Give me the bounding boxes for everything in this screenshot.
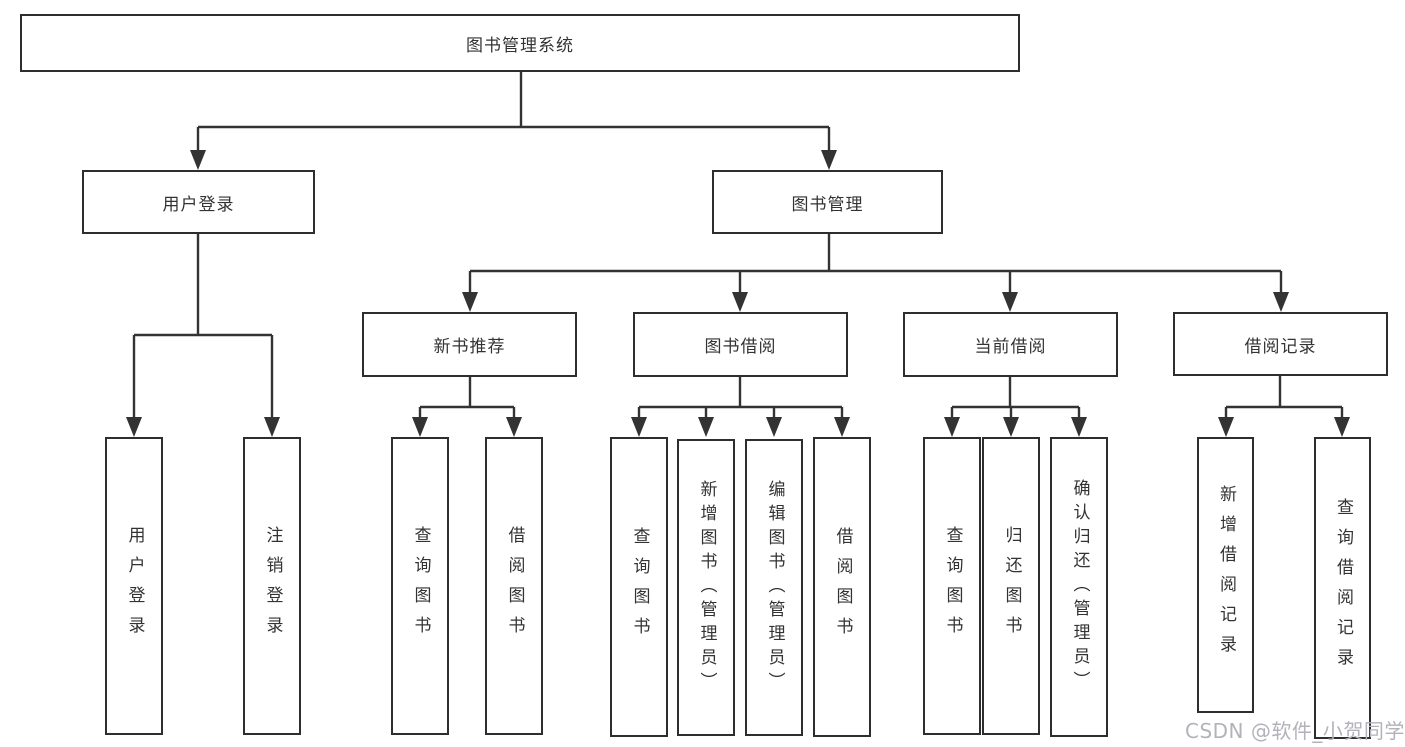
leaf-edit-books-admin: 编辑图书（管理员） [745, 439, 803, 736]
node-label: 借阅图书 [504, 526, 525, 646]
connector-book-borrow-to-leaves [637, 377, 844, 419]
node-label: 新书推荐 [433, 337, 506, 357]
node-label: 查询图书 [410, 526, 431, 646]
arrow-down-icons-borrow-record-leaves [1218, 417, 1350, 437]
leaf-return-books: 归还图书 [982, 437, 1040, 735]
leaf-query-books-current: 查询图书 [923, 437, 981, 735]
leaf-query-books-rec: 查询图书 [391, 437, 449, 735]
node-label: 编辑图书（管理员） [764, 479, 785, 696]
node-label: 查询借阅记录 [1333, 498, 1353, 678]
leaf-confirm-return-admin: 确认归还（管理员） [1050, 437, 1108, 737]
arrow-down-icons-user-login-leaves [126, 417, 280, 437]
node-label: 归还图书 [1001, 526, 1022, 646]
node-label: 用户登录 [162, 194, 235, 215]
node-label: 借阅记录 [1244, 336, 1317, 357]
arrow-down-icons-new-book-rec-leaves [412, 417, 522, 437]
arrow-down-icons-current-borrow-leaves [944, 417, 1087, 437]
leaf-borrow-books-rec: 借阅图书 [485, 437, 543, 735]
arrow-down-icons-level2 [190, 150, 837, 170]
node-label: 图书借阅 [704, 337, 777, 357]
node-label: 查询图书 [629, 527, 650, 647]
leaf-user-login: 用户登录 [105, 437, 163, 735]
node-root-system: 图书管理系统 [20, 14, 1020, 72]
node-label: 用户登录 [124, 526, 145, 646]
node-book-mgmt: 图书管理 [712, 170, 943, 234]
arrow-down-icons-book-borrow-leaves [631, 417, 850, 437]
node-label: 注销登录 [262, 526, 283, 646]
watermark-text: CSDN @软件_小贺同学 [1185, 719, 1405, 743]
node-book-borrow: 图书借阅 [633, 312, 848, 377]
arrow-down-icons-level3 [462, 292, 1289, 312]
node-label: 新增借阅记录 [1216, 485, 1236, 665]
node-label: 图书管理 [791, 194, 864, 215]
node-label: 当前借阅 [974, 337, 1047, 357]
leaf-borrow-books: 借阅图书 [813, 437, 871, 737]
connector-root-to-level2 [196, 72, 831, 152]
connector-book-mgmt-to-level3 [468, 234, 1283, 294]
node-borrow-record: 借阅记录 [1173, 312, 1388, 376]
connector-new-book-rec-to-leaves [418, 377, 516, 419]
leaf-add-borrow-record: 新增借阅记录 [1197, 437, 1254, 713]
node-label: 新增图书（管理员） [696, 479, 717, 696]
leaf-logout: 注销登录 [243, 437, 301, 735]
node-label: 确认归还（管理员） [1069, 479, 1090, 695]
leaf-query-books-borrow: 查询图书 [610, 437, 668, 737]
node-user-login: 用户登录 [82, 170, 315, 234]
connector-user-login-to-leaves [132, 234, 274, 419]
node-label: 借阅图书 [832, 527, 853, 647]
leaf-add-books-admin: 新增图书（管理员） [677, 439, 735, 736]
connector-borrow-record-to-leaves [1224, 376, 1344, 419]
connector-current-borrow-to-leaves [950, 377, 1081, 419]
node-current-borrow: 当前借阅 [903, 312, 1118, 377]
node-new-book-rec: 新书推荐 [362, 312, 577, 377]
leaf-query-borrow-record: 查询借阅记录 [1314, 437, 1371, 739]
node-label: 查询图书 [942, 526, 963, 646]
node-label: 图书管理系统 [466, 35, 574, 56]
